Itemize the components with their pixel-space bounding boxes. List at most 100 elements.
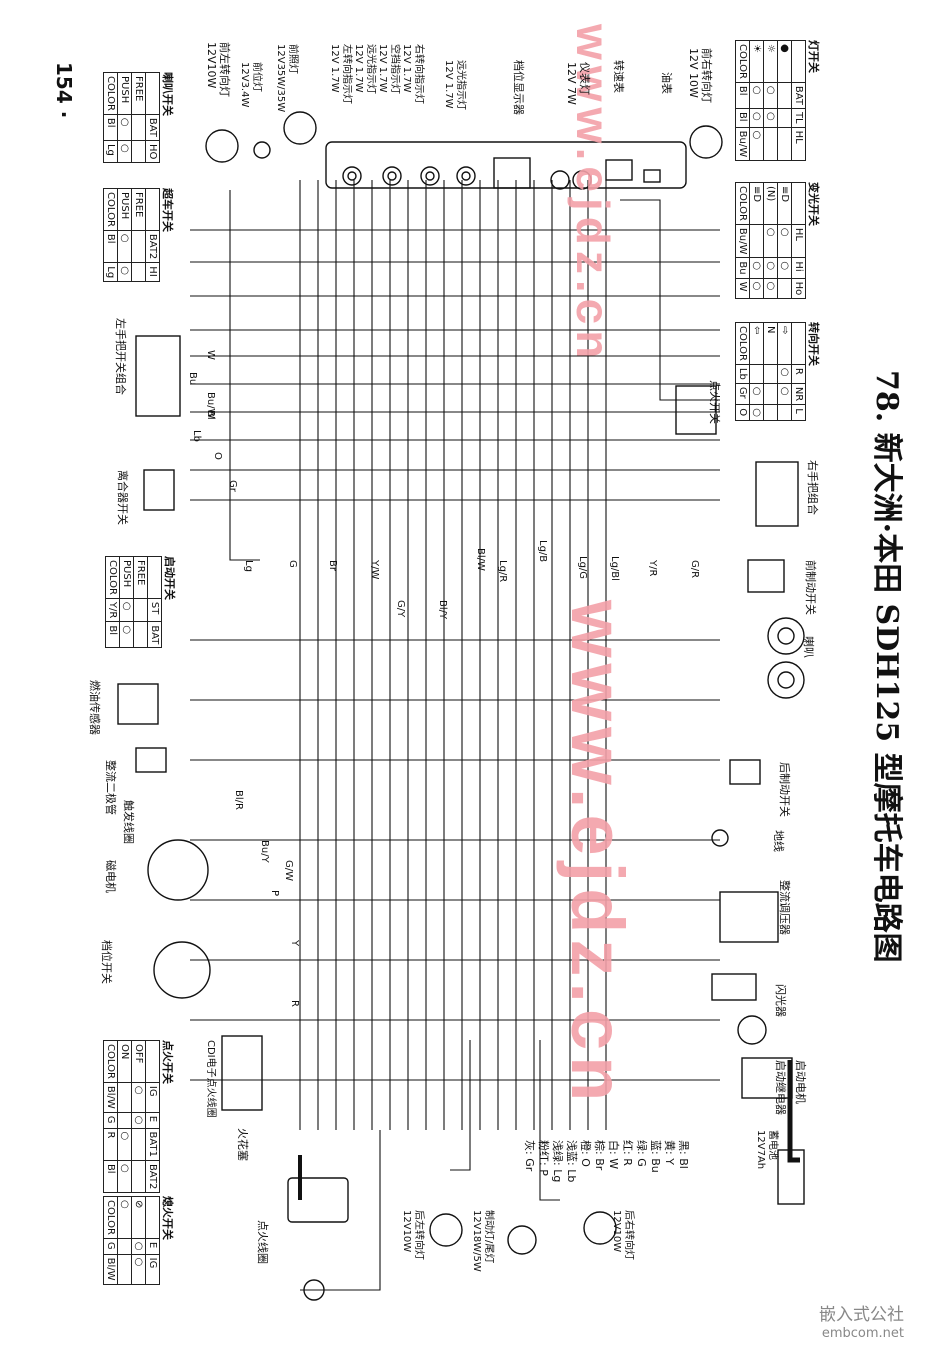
switch-table-cell: ○ xyxy=(119,598,134,622)
rear-left-turn-bulb-icon xyxy=(429,1213,463,1247)
starter-motor-icon xyxy=(737,1015,767,1045)
spark-plug-icon xyxy=(303,1279,325,1301)
label-trigger-coil: 触发线圈 xyxy=(122,800,135,844)
indicator-lamp-icon xyxy=(456,166,476,186)
color-legend-item: 棕: Br xyxy=(593,1140,606,1171)
switch-table-cell xyxy=(117,1082,132,1113)
clutch-switch-icon xyxy=(143,469,175,511)
switch-table-header-cell xyxy=(145,188,160,231)
switch-table-cell: Lb xyxy=(735,364,750,384)
switch-table-cell xyxy=(131,1160,146,1193)
meter-lamp-icon xyxy=(550,170,570,190)
switch-table-cell: FREE xyxy=(133,556,148,599)
switch-table-header-cell: HI xyxy=(145,262,160,282)
switch-table-cell: Bl/W xyxy=(103,1082,118,1113)
wire-color-label: G/W xyxy=(283,860,294,881)
footer-site-url: embcom.net xyxy=(821,1326,904,1341)
switch-table-cell: COLOR xyxy=(105,556,120,599)
headlight-bulb-icon xyxy=(283,111,317,145)
switch-table-cell xyxy=(749,364,764,384)
battery-cable xyxy=(787,1060,800,1163)
switch-table-header-cell: BAT xyxy=(147,621,162,648)
harness-wire-rear-left xyxy=(450,1040,471,1171)
label-meter-light: 仪表灯 12V 7W xyxy=(565,62,591,105)
switch-table-cell xyxy=(777,82,792,109)
page-title: 78. 新大洲·本田 SDH125 型摩托车电路图 xyxy=(869,370,904,963)
color-legend-item: 浅绿: Lg xyxy=(551,1140,564,1183)
switch-table-header-cell: HO xyxy=(145,140,160,163)
label-high-beam-ind: 远光指示灯 12V 1.7W xyxy=(353,44,377,94)
label-clutch-switch: 离合器开关 xyxy=(116,470,129,525)
switch-table-cell xyxy=(777,278,792,299)
switch-table-header-cell: BAT xyxy=(145,114,160,141)
switch-table-cell: Bl xyxy=(735,108,750,128)
wire-color-label: Bu xyxy=(187,372,198,385)
fuel-sensor-icon xyxy=(117,683,159,725)
switch-table-cell: ☼ xyxy=(763,40,778,83)
switch-table-cell: Y/R xyxy=(105,598,120,622)
switch-table-cell: (N) xyxy=(763,182,778,225)
label-front-left-turn: 前左转向灯 12V10W xyxy=(205,42,231,97)
switch-table-cell: ○ xyxy=(777,257,792,279)
label-right-turn-ind: 右转向指示灯 12V 1.7W xyxy=(401,44,425,104)
label-tach: 转速表 xyxy=(612,60,625,93)
switch-table-title: 熄火开关 xyxy=(161,1196,174,1240)
switch-table-cell: Bl xyxy=(735,82,750,109)
page-number: 154 · xyxy=(52,62,76,119)
rear-right-turn-bulb-icon xyxy=(583,1211,617,1245)
switch-table-cell: ○ xyxy=(749,108,764,128)
color-legend-item: 浅蓝: Lb xyxy=(565,1140,578,1183)
switch-table-cell: ○ xyxy=(763,278,778,299)
switch-table-cell: ○ xyxy=(749,404,764,421)
cdi-unit-icon xyxy=(221,1035,263,1111)
switch-table-cell: ○ xyxy=(749,383,764,405)
switch-table-cell: PUSH xyxy=(117,72,132,115)
switch-table-cell: ○ xyxy=(119,621,134,648)
switch-table-cell: ○ xyxy=(777,364,792,384)
switch-table-cell: Bl/W xyxy=(103,1254,118,1285)
indicator-lamp-icon xyxy=(382,166,402,186)
switch-table-cell: ≡D xyxy=(749,182,764,225)
label-fuel-gauge: 油表 xyxy=(660,72,673,94)
horn-icon xyxy=(767,661,805,699)
switch-table-header-cell: L xyxy=(791,404,806,421)
switch-table-cell: Lg xyxy=(103,140,118,163)
indicator-lamp-icon xyxy=(461,171,471,181)
switch-table-cell xyxy=(133,598,148,622)
ignition-coil-icon xyxy=(287,1177,349,1223)
wire-color-label: Lg/R xyxy=(497,560,508,582)
switch-table-cell xyxy=(131,1128,146,1161)
wire-color-label: Gr xyxy=(227,480,238,493)
wire-color-label: G/R xyxy=(689,560,700,578)
switch-table-cell: ○ xyxy=(749,127,764,161)
label-rectifier-diode: 整流二极管 xyxy=(104,760,117,815)
label-neutral-ind: 空挡指示灯 12V 1.7W xyxy=(377,44,401,94)
switch-table-cell: ○ xyxy=(131,1254,146,1285)
switch-table-cell: ○ xyxy=(117,114,132,141)
label-gear-display: 档位显示器 xyxy=(512,60,525,115)
switch-table-cell: Bl xyxy=(103,1160,118,1193)
horn-icon xyxy=(767,617,805,655)
color-legend-item: 红: R xyxy=(621,1140,634,1166)
switch-table-cell: ○ xyxy=(749,278,764,299)
label-horn: 喇叭 xyxy=(802,636,815,658)
switch-table-cell: ⇨ xyxy=(777,322,792,365)
switch-table-header-cell: BAT1 xyxy=(145,1128,160,1161)
label-front-brake: 前制动开关 xyxy=(804,560,817,615)
switch-table-header-cell: BAT2 xyxy=(145,1160,160,1193)
label-position-light: 前位灯 12V3.4W xyxy=(239,62,263,108)
switch-table-cell: ○ xyxy=(763,82,778,109)
switch-table-cell xyxy=(777,108,792,128)
switch-table-header-cell: HL xyxy=(791,224,806,258)
switch-table-title: 超车开关 xyxy=(161,188,174,232)
